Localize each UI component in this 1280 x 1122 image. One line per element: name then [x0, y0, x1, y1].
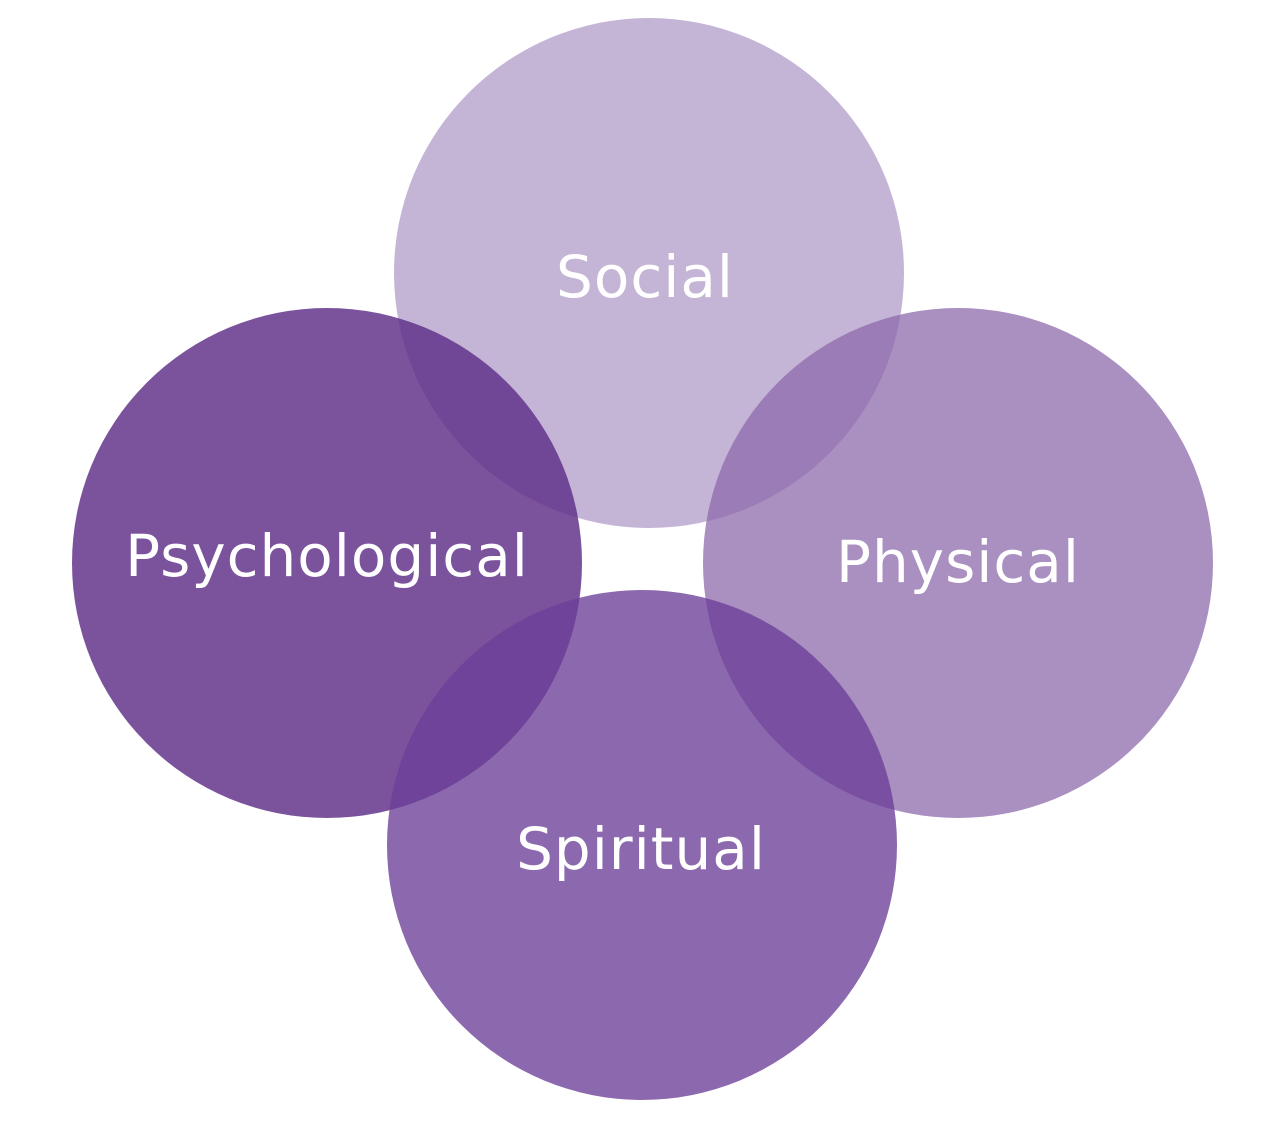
- psychological-label: Psychological: [125, 522, 529, 590]
- social-label: Social: [556, 243, 734, 311]
- spiritual-circle: [387, 590, 897, 1100]
- physical-label: Physical: [836, 528, 1080, 596]
- spiritual-label: Spiritual: [516, 815, 766, 883]
